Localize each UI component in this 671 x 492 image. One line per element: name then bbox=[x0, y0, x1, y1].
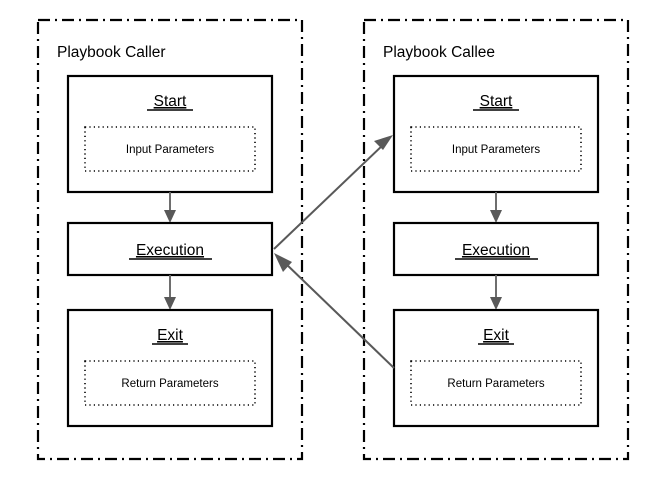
node-callee-exit-title: Exit bbox=[483, 327, 510, 344]
arrow-call-invocation bbox=[273, 135, 393, 250]
node-callee-start-title: Start bbox=[480, 93, 513, 110]
node-callee-start-param-label: Input Parameters bbox=[452, 144, 540, 156]
node-caller-execution-title: Execution bbox=[136, 242, 204, 259]
node-caller-exit-title: Exit bbox=[157, 327, 184, 344]
node-callee-exit-param-label: Return Parameters bbox=[447, 378, 544, 390]
node-caller-start-param-label: Input Parameters bbox=[126, 144, 214, 156]
node-callee-exit-param-box bbox=[410, 360, 582, 406]
arrow-call-return bbox=[274, 253, 395, 369]
container-callee-border bbox=[362, 18, 630, 461]
node-callee-execution-title: Execution bbox=[462, 242, 530, 259]
node-caller-execution[interactable]: Execution bbox=[66, 221, 274, 277]
node-callee-execution[interactable]: Execution bbox=[392, 221, 600, 277]
arrow-callee-execution-to-exit bbox=[490, 275, 502, 310]
arrow-callee-start-to-execution bbox=[490, 192, 502, 223]
node-callee-execution-box bbox=[392, 221, 600, 277]
container-callee[interactable]: Playbook Callee Start Input Parameters E… bbox=[362, 18, 630, 461]
container-caller[interactable]: Playbook Caller Start Input Parameters E… bbox=[36, 18, 304, 461]
arrow-caller-start-to-execution bbox=[164, 192, 176, 223]
node-callee-exit-box bbox=[392, 308, 600, 428]
container-callee-label: Playbook Callee bbox=[383, 44, 495, 61]
node-caller-exit[interactable]: Exit Return Parameters bbox=[66, 308, 274, 428]
node-caller-execution-box bbox=[66, 221, 274, 277]
node-caller-start[interactable]: Start Input Parameters bbox=[66, 74, 274, 194]
container-caller-label: Playbook Caller bbox=[57, 44, 166, 61]
node-callee-exit[interactable]: Exit Return Parameters bbox=[392, 308, 600, 428]
node-callee-start-param-box bbox=[410, 126, 582, 172]
node-caller-exit-param-label: Return Parameters bbox=[121, 378, 218, 390]
node-caller-exit-box bbox=[66, 308, 274, 428]
node-callee-start-box bbox=[392, 74, 600, 194]
node-callee-start[interactable]: Start Input Parameters bbox=[392, 74, 600, 194]
node-caller-exit-param-box bbox=[84, 360, 256, 406]
container-caller-border bbox=[36, 18, 304, 461]
node-caller-start-param-box bbox=[84, 126, 256, 172]
arrow-caller-execution-to-exit bbox=[164, 275, 176, 310]
node-caller-start-title: Start bbox=[154, 93, 187, 110]
